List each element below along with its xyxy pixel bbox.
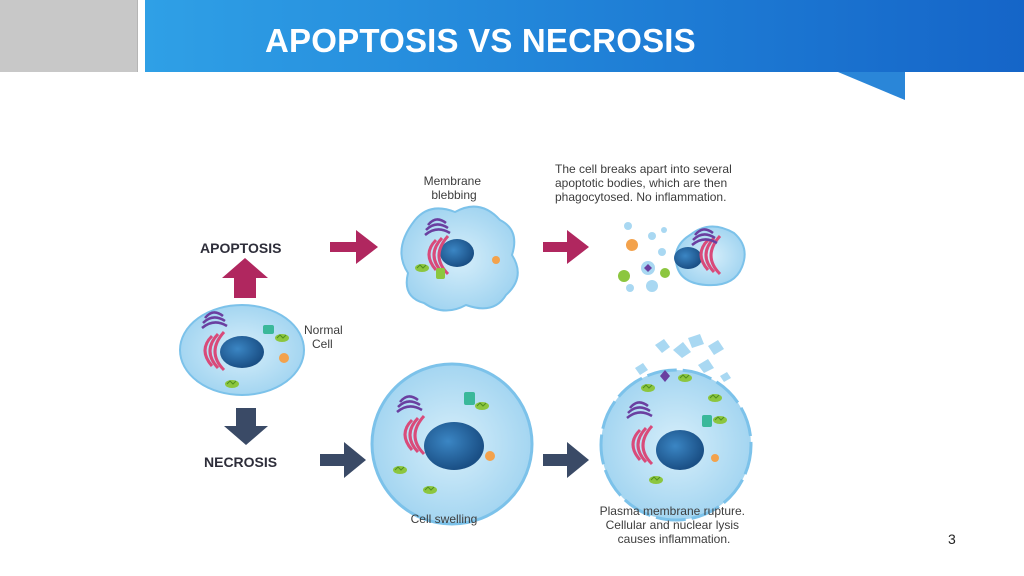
arrow-to-blebbing <box>330 230 378 264</box>
header-band <box>145 0 1024 72</box>
up-arrow-apoptosis <box>222 258 268 298</box>
page-number: 3 <box>948 531 956 547</box>
arrow-to-swelling <box>320 442 366 478</box>
apoptosis-label: APOPTOSIS <box>200 240 281 256</box>
arrow-to-apoptotic-bodies <box>543 230 589 264</box>
blebbing-label: Membrane blebbing <box>424 174 485 202</box>
apoptotic-bodies-label: The cell breaks apart into several apopt… <box>555 162 735 204</box>
normal-cell-label: Normal Cell <box>304 323 346 351</box>
swelling-label: Cell swelling <box>411 512 478 526</box>
apoptotic-bodies <box>618 222 746 292</box>
normal-cell <box>179 304 305 396</box>
arrow-to-rupture <box>543 442 589 478</box>
down-arrow-necrosis <box>224 408 268 445</box>
apoptosis-necrosis-diagram: APOPTOSIS NECROSIS Normal Cell Membrane … <box>179 162 753 546</box>
swollen-cell <box>370 362 534 526</box>
rupture-label: Plasma membrane rupture. Cellular and nu… <box>600 504 749 546</box>
slide-title: APOPTOSIS VS NECROSIS <box>265 22 696 59</box>
gray-corner-block <box>0 0 138 72</box>
necrosis-label: NECROSIS <box>204 454 277 470</box>
ruptured-cell <box>599 334 753 522</box>
blebbing-cell <box>400 205 519 312</box>
